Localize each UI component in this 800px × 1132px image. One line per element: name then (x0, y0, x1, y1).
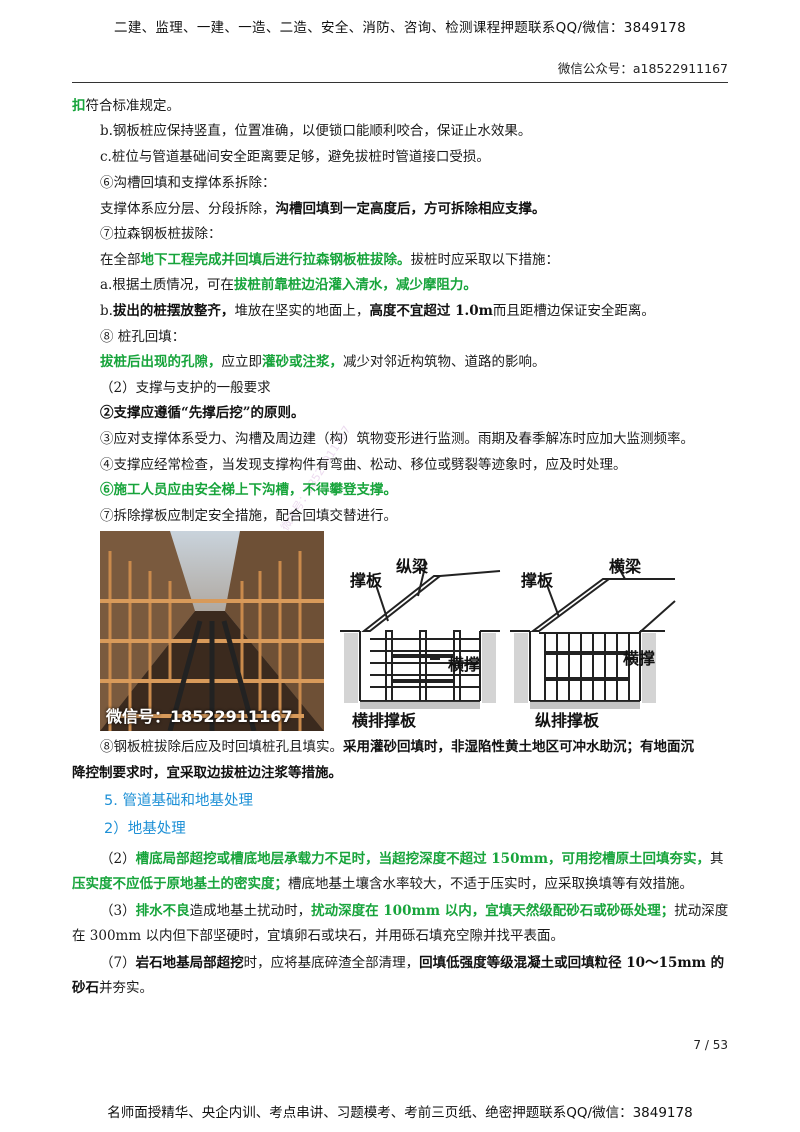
text-line: （2）槽底局部超挖或槽底地层承载力不足时，当超挖深度不超过 150mm，可用挖槽… (100, 851, 724, 867)
header-divider (72, 82, 728, 83)
text-line: ④支撑应经常检查，当发现支撑构件有弯曲、松动、移位或劈裂等迹象时，应及时处理。 (100, 457, 627, 473)
bottom-banner: 名师面授精华、央企内训、考点串讲、习题模考、考前三页纸、绝密押题联系QQ/微信：… (107, 1105, 693, 1121)
text-line: （2）支撑与支护的一般要求 (100, 380, 271, 396)
text-line: 砂石并夯实。 (72, 980, 153, 996)
text-line: 支撑体系应分层、分段拆除，沟槽回填到一定高度后，方可拆除相应支撑。 (100, 201, 546, 217)
text-line: ⑦拉森钢板桩拔除： (100, 226, 222, 242)
label-sheeting: 撑板 (350, 571, 383, 590)
text-line: a.根据土质情况，可在拔桩前靠桩边沿灌入清水，减少摩阻力。 (100, 277, 477, 293)
label-sheeting: 撑板 (521, 571, 554, 590)
text-line: （7）岩石地基局部超挖时，应将基底碎渣全部清理，回填低强度等级混凝土或回填粒径 … (100, 955, 725, 971)
text-line: ⑧钢板桩拔除后应及时回填桩孔且填实。采用灌砂回填时，非湿陷性黄土地区可冲水助沉；… (100, 739, 694, 755)
label-cross-brace: 横撑 (448, 655, 481, 674)
diagram-horizontal-sheeting: 撑板 纵梁 横撑 横排撑板 (330, 541, 530, 731)
wechat-account: 微信公众号：a18522911167 (557, 61, 728, 76)
text-line: ③应对支撑体系受力、沟槽及周边建（构）筑物变形进行监测。雨期及春季解冻时应加大监… (100, 431, 694, 447)
text-line: 降控制要求时，宜采取边拔桩边注浆等措施。 (72, 765, 342, 781)
text-line: 在全部地下工程完成并回填后进行拉森钢板桩拔除。拔桩时应采取以下措施： (100, 252, 559, 268)
text-line: ⑦拆除撑板应制定安全措施，配合回填交替进行。 (100, 508, 397, 524)
section-heading: 5. 管道基础和地基处理 (104, 793, 253, 809)
photo-caption: 微信号：18522911167 (106, 707, 293, 726)
diagram-vertical-sheeting: 撑板 横梁 横撑 纵排撑板 (505, 541, 715, 731)
text-line: b.拔出的桩摆放整齐，堆放在坚实的地面上，高度不宜超过 1.0m而且距槽边保证安… (100, 303, 655, 319)
text-line: （3）排水不良造成地基土扰动时，扰动深度在 100mm 以内，宜填天然级配砂石或… (100, 903, 729, 919)
label-cross-beam: 横梁 (609, 557, 642, 576)
text-line: ⑥施工人员应由安全梯上下沟槽，不得攀登支撑。 (100, 482, 397, 498)
text-line: 拔桩后出现的孔隙，应立即灌砂或注浆，减少对邻近构筑物、道路的影响。 (100, 354, 546, 370)
text-line: 在 300mm 以内但下部坚硬时，宜填卵石或块石，并用砾石填充空隙并找平表面。 (72, 928, 564, 944)
diagram-caption: 横排撑板 (352, 711, 417, 730)
subsection-heading: 2）地基处理 (104, 821, 186, 837)
text-line: ⑥沟槽回填和支撑体系拆除： (100, 175, 276, 191)
text-line: c.桩位与管道基础间安全距离要足够，避免拔桩时管道接口受损。 (100, 149, 490, 165)
text-line: ②支撑应遵循“先撑后挖”的原则。 (100, 405, 305, 421)
text-line: 压实度不应低于原地基土的密实度；槽底地基土壤含水率较大，不适于压实时，应采取换填… (72, 876, 693, 892)
text-line: 扣符合标准规定。 (72, 98, 180, 114)
text-line: ⑧ 桩孔回填： (100, 329, 186, 345)
text-line: b.钢板桩应保持竖直，位置准确，以便锁口能顺利咬合，保证止水效果。 (100, 123, 532, 139)
trench-photo: 微信号：18522911167 (100, 531, 324, 731)
page-number: 7 / 53 (693, 1038, 728, 1052)
top-banner: 二建、监理、一建、一造、二造、安全、消防、咨询、检测课程押题联系QQ/微信：38… (114, 20, 686, 36)
label-cross-brace: 横撑 (623, 649, 656, 668)
label-longitudinal-beam: 纵梁 (396, 557, 429, 576)
diagram-caption: 纵排撑板 (535, 711, 600, 730)
